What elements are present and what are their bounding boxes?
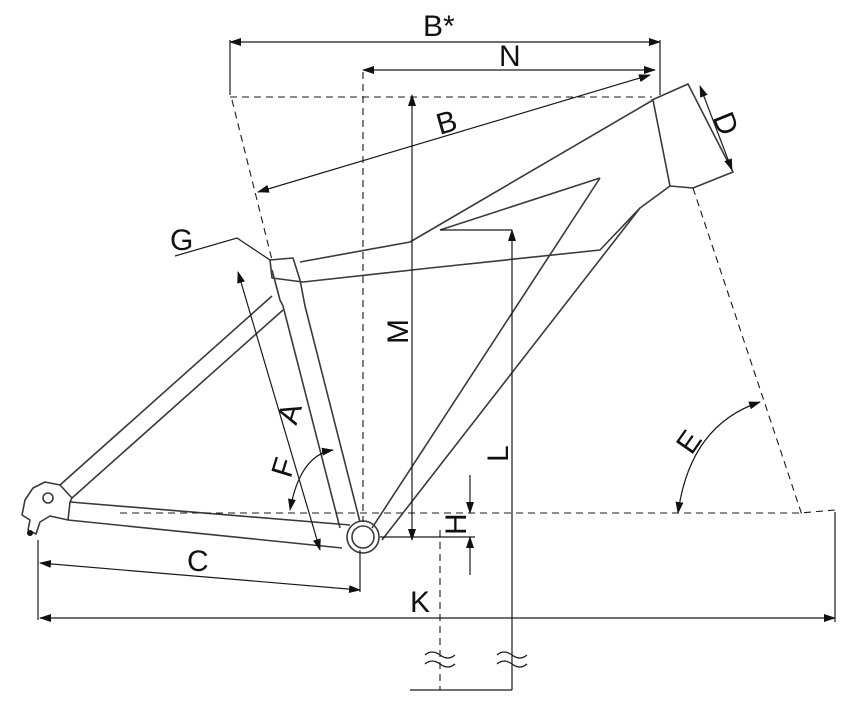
label-b: B (433, 104, 461, 141)
dim-e-arc (675, 401, 761, 514)
dropout-axle (27, 530, 33, 536)
label-g: G (170, 224, 193, 257)
dim-b (257, 74, 651, 193)
label-b-star: B* (423, 10, 455, 43)
dim-c (39, 559, 361, 594)
seat-tube (269, 257, 361, 529)
bike-frame (21, 83, 734, 554)
label-a: A (271, 399, 308, 428)
label-h: H (440, 513, 473, 535)
g-leader (174, 237, 271, 261)
label-e: E (670, 425, 709, 460)
dropout-bolt (42, 492, 54, 504)
break-mark-left (424, 651, 456, 668)
seat-axis-line (231, 99, 273, 261)
reference-lines (120, 72, 836, 690)
top-tube-joint (439, 177, 601, 231)
label-l: L (482, 445, 515, 462)
dimensions (37, 38, 836, 691)
top-tube (299, 99, 671, 283)
label-k: K (410, 586, 430, 619)
label-c: C (187, 545, 209, 578)
rear-dropout (21, 481, 73, 535)
steerer-axis-line (692, 187, 804, 519)
bottom-bracket-inner (351, 525, 375, 549)
label-n: N (499, 40, 521, 73)
label-m: M (382, 319, 415, 344)
dimension-labels: B* N B D G M A F E L H C K (170, 10, 745, 619)
label-d: D (706, 108, 745, 140)
bb-horizontal-line (120, 509, 836, 514)
dim-f-arc (288, 447, 334, 511)
seat-stay (59, 295, 284, 499)
dim-d (699, 85, 733, 171)
break-mark-right (496, 651, 528, 668)
label-f: F (266, 454, 303, 481)
seat-clamp (269, 259, 304, 283)
